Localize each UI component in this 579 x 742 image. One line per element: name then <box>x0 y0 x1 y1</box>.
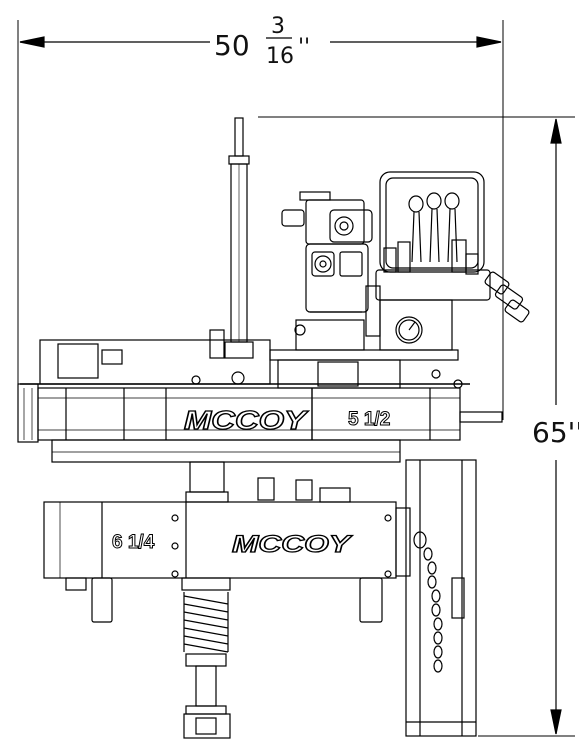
spring-stand <box>181 577 231 739</box>
vertical-post <box>209 117 254 359</box>
pressure-gauge-icon <box>395 316 423 344</box>
backup-size-label: 6 1/4 <box>112 532 155 553</box>
control-valve-bank <box>269 171 530 361</box>
coil-spring <box>183 592 229 653</box>
width-denominator-text: 16 <box>266 44 294 69</box>
width-whole-text: 50 <box>214 29 250 62</box>
brand-logo-upper: MCCOY <box>184 405 309 435</box>
brand-logo-lower: MCCOY <box>232 531 353 558</box>
height-arrow-top <box>550 118 562 144</box>
hydraulic-valve-assembly <box>281 191 381 351</box>
height-dimension: 65'' <box>258 116 579 737</box>
tong-connection-frame <box>51 439 401 503</box>
width-dimension: 50 3 16 '' <box>17 14 504 420</box>
width-arrow-left <box>19 36 45 48</box>
tong-size-label: 5 1/2 <box>348 409 390 430</box>
control-lever-3 <box>444 192 460 263</box>
width-numerator-text: 3 <box>271 14 285 39</box>
support-column <box>405 459 477 737</box>
safety-chain <box>413 531 443 673</box>
control-lever-2 <box>426 192 442 263</box>
width-unit-text: '' <box>298 35 310 60</box>
power-tong-upper: MCCOY 5 1/2 <box>17 339 503 443</box>
control-lever-1 <box>408 195 424 263</box>
hose-fittings <box>484 271 530 323</box>
width-arrow-right <box>476 36 502 48</box>
height-text: 65'' <box>532 416 579 449</box>
height-arrow-bottom <box>550 709 562 735</box>
backup-tong-lower: MCCOY 6 1/4 <box>43 501 411 623</box>
